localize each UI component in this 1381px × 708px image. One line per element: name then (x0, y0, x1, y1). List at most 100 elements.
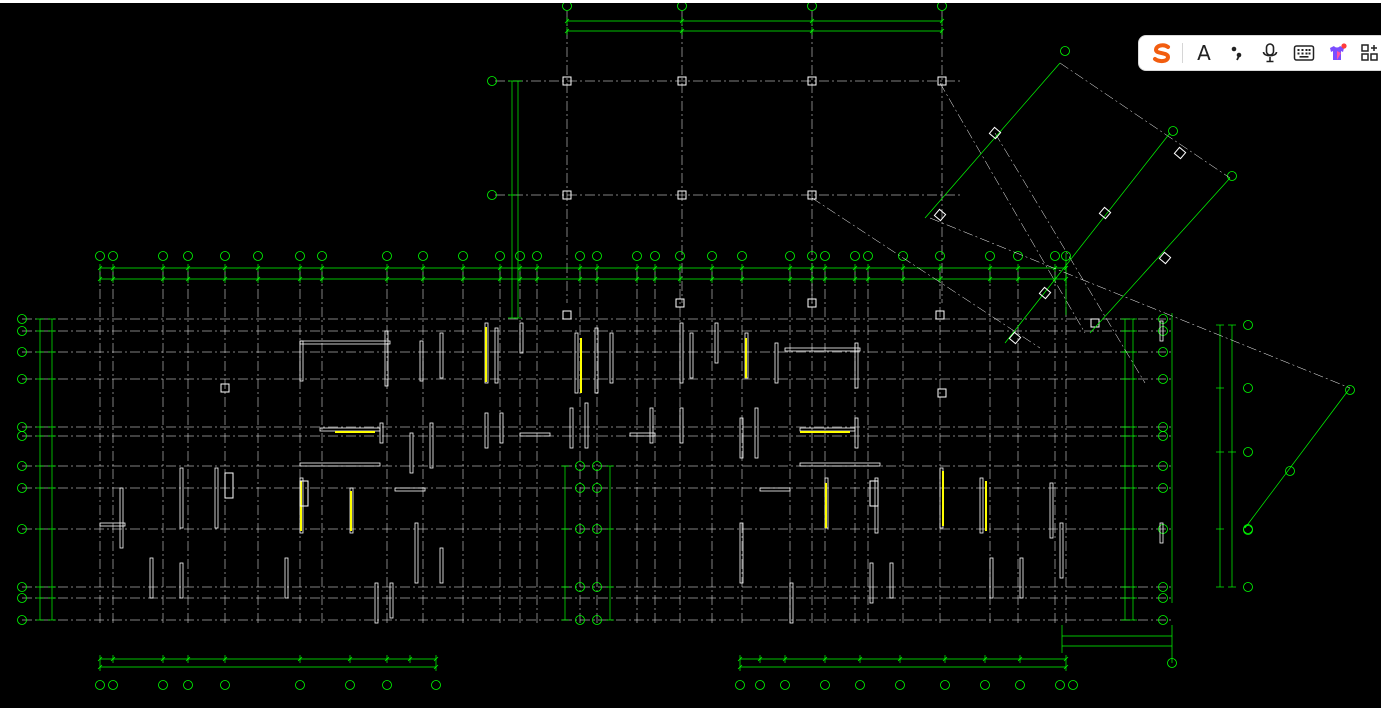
dimension-tick (939, 28, 945, 34)
axis-bubble (295, 251, 305, 261)
axis-bubble (108, 680, 118, 690)
shear-wall (1059, 522, 1064, 579)
axis-bubble (575, 582, 585, 592)
axis-bubble (677, 3, 687, 11)
soft-keyboard-button[interactable] (1287, 38, 1320, 68)
window-top-edge (0, 0, 1381, 3)
shear-wall (119, 487, 124, 549)
voice-input-button[interactable] (1254, 38, 1287, 68)
shear-wall (649, 407, 654, 444)
dimension-tick (497, 265, 503, 271)
axis-bubble (382, 680, 392, 690)
axis-bubble (1158, 374, 1168, 384)
more-tools-button[interactable] (1354, 38, 1381, 68)
dimension-tick (782, 656, 788, 662)
dimension-tick (222, 276, 228, 282)
axis-bubble (487, 76, 497, 86)
axis-bubble (17, 582, 27, 592)
axis-bubble (1015, 680, 1025, 690)
column (807, 298, 817, 308)
shear-wall (299, 340, 304, 382)
shear-wall (1019, 557, 1024, 599)
column (562, 76, 572, 86)
axis-bubble (1227, 171, 1237, 181)
axis-bubble (820, 251, 830, 261)
shear-wall (519, 432, 551, 437)
shear-wall (299, 462, 381, 467)
dimension-tick (1017, 656, 1023, 662)
axis-bubbles (17, 3, 1355, 690)
shear-wall (99, 522, 126, 527)
dimension-tick (852, 265, 858, 271)
axis-bubble (780, 680, 790, 690)
axis-bubble (575, 251, 585, 261)
axis-bubble (1158, 431, 1168, 441)
axis-bubble (735, 680, 745, 690)
dimension-tick (865, 276, 871, 282)
shear-wall (494, 327, 499, 384)
shear-wall (299, 340, 391, 345)
cad-drawing-canvas[interactable] (0, 3, 1381, 708)
shear-wall (499, 412, 504, 444)
wall-highlight (745, 338, 747, 378)
dimension-tick (255, 265, 261, 271)
shear-wall (679, 322, 684, 384)
wall-highlight (580, 338, 582, 393)
column (1090, 318, 1100, 328)
axis-bubble (1158, 615, 1168, 625)
dimension-tick (942, 656, 948, 662)
axis-bubble (183, 251, 193, 261)
dimension-tick (809, 28, 815, 34)
axis-bubble (592, 461, 602, 471)
axis-bubble (158, 680, 168, 690)
axis-bubble (575, 524, 585, 534)
axis-bubble (1013, 251, 1023, 261)
dimension-tick (110, 656, 116, 662)
axis-bubble (785, 251, 795, 261)
diagonal-axis-line (1059, 62, 1231, 179)
skin-button[interactable] (1320, 38, 1353, 68)
shear-wall (319, 427, 381, 432)
column (562, 310, 572, 320)
axis-bubble (898, 251, 908, 261)
axis-bubble (317, 251, 327, 261)
shear-wall (784, 347, 861, 352)
axis-bubble (562, 3, 572, 11)
wall-highlight (485, 327, 487, 382)
shear-wall (179, 467, 184, 529)
shear-wall (869, 562, 874, 604)
dimension-tick (939, 18, 945, 24)
axis-bubble (592, 582, 602, 592)
axis-bubble (650, 251, 660, 261)
dimension-tick (185, 265, 191, 271)
shear-wall (584, 402, 589, 449)
axis-bubble (431, 680, 441, 690)
shear-wall (389, 582, 394, 619)
dimension-tick (594, 265, 600, 271)
axis-bubble (17, 524, 27, 534)
axis-bubble (17, 347, 27, 357)
shear-wall (519, 322, 524, 354)
dimension-tick (739, 276, 745, 282)
punctuation-button[interactable] (1221, 38, 1254, 68)
dimension-tick (97, 656, 103, 662)
axis-bubble (1243, 525, 1253, 535)
axis-bubble (985, 251, 995, 261)
dimension-tick (185, 656, 191, 662)
dimension-tick (809, 18, 815, 24)
dimension-tick (433, 664, 439, 670)
axis-bubble (295, 680, 305, 690)
dimension-tick (900, 265, 906, 271)
column (562, 190, 572, 200)
wall-highlight (825, 483, 827, 528)
dimension-tick (787, 265, 793, 271)
shear-wall (854, 417, 859, 449)
dimension-tick (677, 276, 683, 282)
dimension-tick (460, 265, 466, 271)
sogou-logo-button[interactable] (1145, 38, 1178, 68)
dimension-tick (255, 276, 261, 282)
text-mode-button[interactable]: A (1187, 38, 1220, 68)
shear-wall (754, 407, 759, 459)
shear-wall (414, 522, 419, 584)
shear-wall (429, 422, 434, 469)
